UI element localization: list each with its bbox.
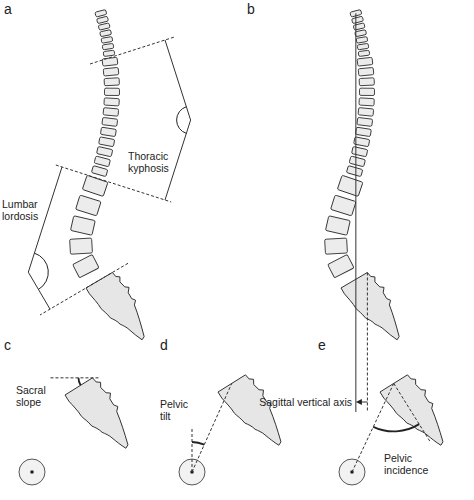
vertebra — [70, 216, 95, 235]
angle-line — [28, 272, 50, 309]
angle-arc — [34, 253, 48, 289]
angle-label: Lumbar lordosis — [2, 198, 44, 222]
panel-letter: a — [4, 1, 12, 17]
panel-letter: e — [318, 337, 326, 353]
angle-arc — [78, 378, 80, 385]
vertebra — [359, 78, 374, 86]
vertebra — [328, 255, 354, 278]
vertebra — [352, 146, 368, 156]
sacrum — [380, 371, 455, 458]
angle-line — [165, 120, 191, 200]
spine — [70, 10, 120, 282]
vertebra — [357, 43, 369, 50]
vertebra — [82, 175, 108, 196]
sacrum — [65, 374, 140, 461]
endplate-line — [90, 37, 174, 64]
vertebra — [104, 78, 119, 86]
vertebra — [97, 16, 109, 23]
vertebra — [98, 23, 110, 30]
angle-label: Thoracic kyphosis — [128, 150, 178, 174]
vertebra — [101, 37, 113, 44]
vertebra — [325, 216, 350, 235]
sacrum — [218, 371, 293, 458]
tilt-line — [192, 383, 232, 472]
sacrum-outline — [380, 371, 455, 458]
vertebra — [91, 166, 107, 177]
vertical-line — [192, 428, 193, 472]
vertebra — [358, 67, 374, 76]
vertebra — [357, 117, 373, 126]
vertebra — [94, 156, 110, 167]
sacrum-outline — [65, 374, 140, 461]
horizontal-line — [50, 377, 100, 378]
angle-label: Pelvic incidence — [384, 452, 440, 476]
vertebra — [355, 127, 371, 136]
spine — [325, 10, 375, 282]
vertebra — [97, 146, 113, 156]
vertebra — [357, 57, 373, 66]
vertebra — [70, 238, 93, 254]
vertebra — [346, 166, 362, 177]
angle-arc — [373, 424, 419, 431]
vertebra — [104, 88, 119, 95]
vertebra — [100, 30, 112, 37]
sacrum — [341, 269, 410, 351]
panel-letter: d — [160, 337, 168, 353]
endplate-line — [40, 263, 128, 315]
vertebra — [104, 98, 119, 106]
angle-arc — [177, 107, 187, 134]
angle-line — [165, 40, 191, 120]
femoral-head — [19, 459, 45, 485]
angle-label: Pelvic tilt — [160, 398, 196, 422]
perpendicular-line — [394, 383, 431, 442]
sacrum-outline — [341, 269, 410, 351]
vertebra — [349, 156, 365, 167]
vertebra — [352, 16, 364, 23]
vertebra — [359, 88, 374, 95]
sva-arrow-head — [356, 399, 362, 405]
sacrum-outline — [218, 371, 293, 458]
vertebra — [353, 23, 365, 30]
vertebra — [358, 50, 370, 56]
vertebra — [76, 195, 101, 216]
femoral-head-center — [30, 470, 34, 474]
vertebra — [73, 255, 99, 278]
vertebra — [103, 67, 119, 76]
vertebra — [102, 117, 118, 126]
vertebra — [103, 108, 119, 117]
vertebra — [99, 137, 115, 147]
panel-letter: b — [247, 1, 255, 17]
vertebra — [325, 238, 348, 254]
plumb-line — [355, 13, 356, 412]
axis-label: Sagittal vertical axis — [222, 396, 352, 408]
drawing — [28, 10, 454, 472]
angle-label: Sacral slope — [16, 384, 56, 408]
vertebra — [95, 10, 107, 17]
vertebra — [103, 50, 115, 56]
panel-letter: c — [4, 337, 11, 353]
angle-arc — [192, 442, 204, 445]
vertebra — [102, 43, 114, 50]
vertebra — [102, 57, 118, 66]
sacral-reference-line — [367, 272, 368, 412]
vertebra — [100, 127, 116, 136]
vertebra — [358, 108, 374, 117]
vertebra — [355, 30, 367, 37]
vertebra — [356, 37, 368, 44]
vertebra — [337, 175, 363, 196]
vertebra — [331, 195, 356, 216]
vertebra — [359, 98, 374, 106]
